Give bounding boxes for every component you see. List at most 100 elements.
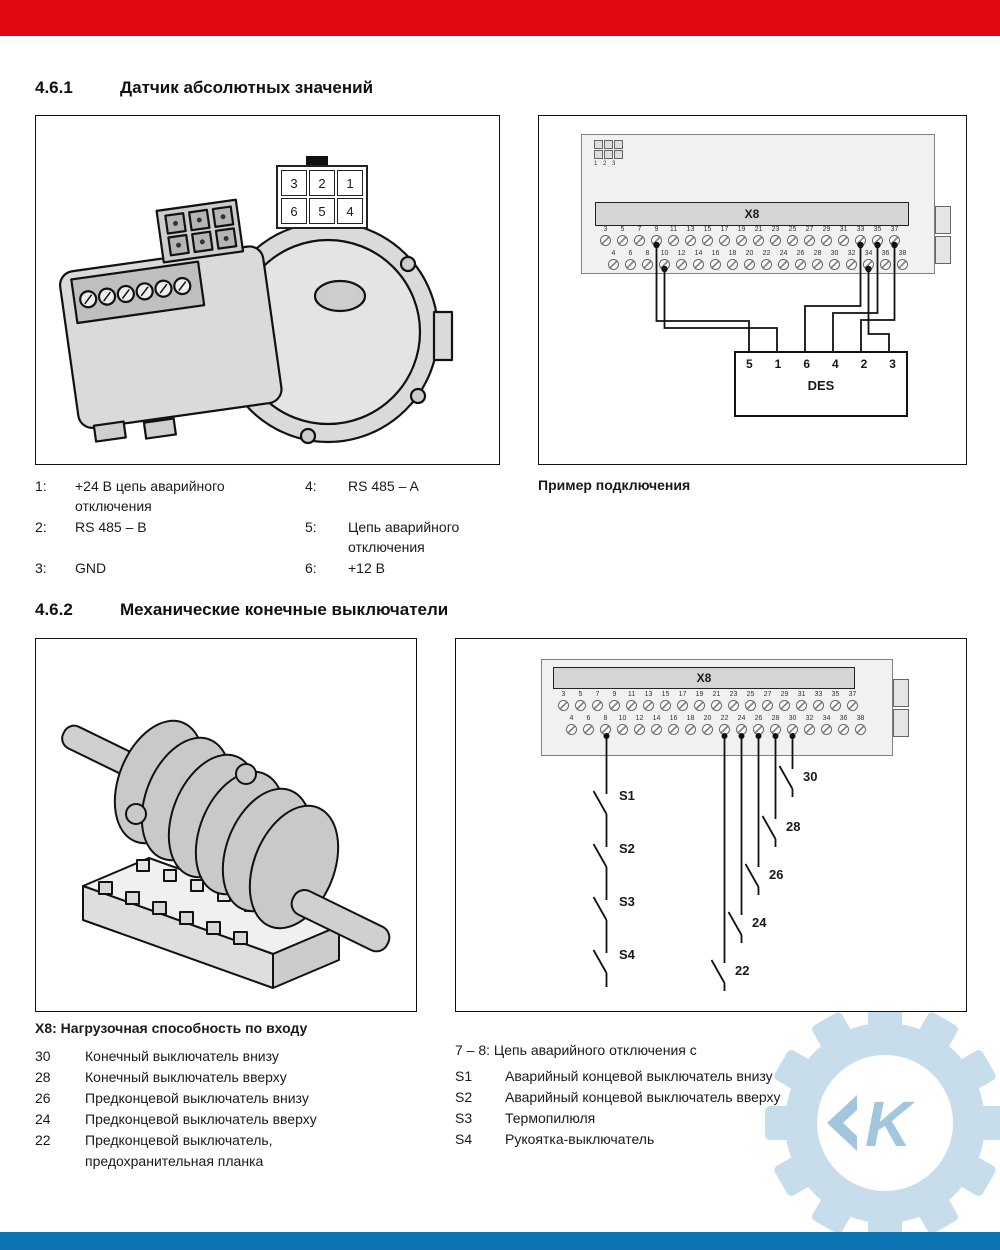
terminal: 10: [614, 715, 631, 735]
switch-label-s3: S3: [619, 894, 635, 909]
terminal: 36: [835, 715, 852, 735]
legend-text: Аварийный концевой выключатель внизу: [505, 1068, 773, 1084]
connector-key-tab: [306, 156, 328, 165]
terminal: 32: [801, 715, 818, 735]
terminal: 18: [682, 715, 699, 735]
screw-terminal-icon: [677, 700, 688, 711]
terminal: 29: [776, 691, 793, 711]
mini-connector-label: 1 2 3: [594, 161, 618, 167]
terminal: 32: [843, 250, 860, 270]
legend-text: Цепь аварийного отключения: [348, 519, 460, 555]
x8-terminal-strip: X8: [553, 667, 855, 689]
legend-text: RS 485 – B: [75, 519, 147, 535]
figure-connection-example: 1 2 3 X8 3 5 7 9: [538, 115, 967, 465]
wire-label-26: 26: [769, 867, 784, 882]
terminal-row-top: 3 5 7 9 11 13: [597, 226, 903, 246]
legend-num: 22: [35, 1132, 51, 1148]
figure-limit-switch: [35, 638, 417, 1012]
legend-text: Предконцевой выключатель вверху: [85, 1111, 317, 1127]
legend-text: Термопилюля: [505, 1110, 596, 1126]
side-connector: [893, 709, 909, 737]
screw-terminal-icon: [702, 235, 713, 246]
legend-text: RS 485 – A: [348, 478, 419, 494]
legend-text: Конечный выключатель вверху: [85, 1069, 287, 1085]
screw-terminal-icon: [626, 700, 637, 711]
screw-terminal-icon: [617, 235, 628, 246]
screw-terminal-icon: [736, 235, 747, 246]
screw-terminal-icon: [897, 259, 908, 270]
mini-connector: 1 2 3: [594, 140, 623, 167]
terminal: 18: [724, 250, 741, 270]
limit-switch-legend-left: 30 Конечный выключатель внизу 28 Конечны…: [35, 1046, 355, 1172]
wire-label-24: 24: [752, 915, 767, 930]
legend-row: S4 Рукоятка-выключатель: [455, 1129, 815, 1150]
terminal: 14: [648, 715, 665, 735]
x8-terminal-strip: X8: [595, 202, 909, 226]
encoder-pin-legend: 1: +24 В цепь аварийного отключения 4: R…: [35, 476, 505, 579]
connector-pin: 3: [281, 170, 307, 196]
section-number: 4.6.2: [35, 600, 73, 619]
screw-terminal-icon: [710, 259, 721, 270]
switch-label-s2: S2: [619, 841, 635, 856]
x8-label: X8: [744, 207, 760, 221]
terminal: 16: [665, 715, 682, 735]
figure-caption: Пример подключения: [538, 477, 691, 493]
section-title: Механические конечные выключатели: [120, 600, 449, 619]
terminal: 7: [631, 226, 648, 246]
screw-terminal-icon: [770, 235, 781, 246]
screw-terminal-icon: [711, 700, 722, 711]
terminal: 3: [555, 691, 572, 711]
terminal: 33: [810, 691, 827, 711]
terminal: 14: [690, 250, 707, 270]
side-connector: [935, 206, 951, 234]
terminal: 38: [852, 715, 869, 735]
screw-terminal-icon: [558, 700, 569, 711]
terminal: 27: [801, 226, 818, 246]
terminal: 27: [759, 691, 776, 711]
screw-terminal-icon: [762, 700, 773, 711]
screw-terminal-icon: [685, 724, 696, 735]
terminal: 3: [597, 226, 614, 246]
screw-terminal-icon: [761, 259, 772, 270]
terminal: 4: [605, 250, 622, 270]
terminal: 38: [894, 250, 911, 270]
terminal-row-top: 3 5 7 9 11 13: [555, 691, 861, 711]
terminal: 20: [741, 250, 758, 270]
legend-num: 2:: [35, 519, 47, 535]
des-pin: 5: [746, 357, 753, 371]
screw-terminal-icon: [625, 259, 636, 270]
wire-label-28: 28: [786, 819, 801, 834]
screw-terminal-icon: [694, 700, 705, 711]
screw-terminal-icon: [642, 259, 653, 270]
legend-num: 30: [35, 1048, 51, 1064]
terminal: 9: [606, 691, 623, 711]
terminal: 36: [877, 250, 894, 270]
terminal: 6: [580, 715, 597, 735]
terminal: 8: [639, 250, 656, 270]
terminal: 11: [623, 691, 640, 711]
terminal: 11: [665, 226, 682, 246]
terminal: 24: [775, 250, 792, 270]
screw-terminal-icon: [728, 700, 739, 711]
section-heading-2: 4.6.2 Механические конечные выключатели: [35, 600, 448, 620]
screw-terminal-icon: [821, 724, 832, 735]
legend-text: GND: [75, 560, 107, 576]
x8-label: X8: [696, 671, 712, 685]
screw-terminal-icon: [880, 259, 891, 270]
terminal: 12: [631, 715, 648, 735]
terminal: 25: [784, 226, 801, 246]
terminal: 29: [818, 226, 835, 246]
terminal: 15: [699, 226, 716, 246]
legend-text: Предконцевой выключатель внизу: [85, 1090, 309, 1106]
terminal: 6: [622, 250, 639, 270]
terminal: 19: [733, 226, 750, 246]
connector-pin: 1: [337, 170, 363, 196]
switch-label-s1: S1: [619, 788, 635, 803]
connector-pin: 2: [309, 170, 335, 196]
side-connector: [893, 679, 909, 707]
terminal: 17: [716, 226, 733, 246]
legend-num: 28: [35, 1069, 51, 1085]
screw-terminal-icon: [583, 724, 594, 735]
legend-text: Аварийный концевой выключатель вверху: [505, 1089, 781, 1105]
